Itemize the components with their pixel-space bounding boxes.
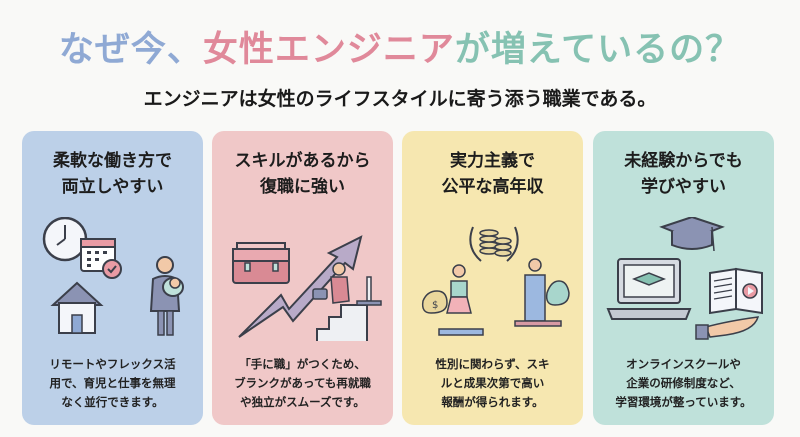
card-illustration — [598, 217, 769, 341]
card-heading: 実力主義で 公平な高年収 — [441, 151, 544, 197]
card-description: 「手に職」がつくため、 ブランクがあっても再就職 や独立がスムーズです。 — [234, 357, 371, 409]
computer-monitor-icon — [356, 276, 382, 306]
card-illustration — [217, 217, 388, 341]
toolbox-icon — [232, 242, 290, 284]
clock-icon — [42, 217, 88, 262]
card-flexible-work: 柔軟な働き方で 両立しやすい — [22, 131, 203, 425]
card-easy-learning: 未経験からでも 学びやすい — [593, 131, 774, 425]
man-money-bag-icon — [514, 258, 570, 327]
laptop-icon — [606, 258, 692, 320]
card-description: 性別に関わらず、スキ ルと成果次第で高い 報酬が得られます。 — [435, 357, 550, 409]
card-description: オンラインスクールや 企業の研修制度など、 学習環境が整っています。 — [615, 357, 752, 409]
subtitle: エンジニアは女性のライフスタイルに寄う添う職業である。 — [143, 88, 657, 110]
house-icon — [50, 281, 104, 334]
hand-icon — [695, 316, 760, 340]
card-heading: 柔軟な働き方で 両立しやすい — [53, 151, 172, 197]
card-illustration — [27, 217, 198, 341]
card-fair-high-income: 実力主義で 公平な高年収 $ — [402, 131, 583, 425]
page-title: なぜ今、女性エンジニアが増えているの？ — [0, 28, 800, 72]
rising-arrow-icon — [238, 235, 363, 338]
graduation-cap-icon — [659, 217, 725, 252]
card-description: リモートやフレックス活 用で、育児と仕事を無理 なく並行できます。 — [49, 357, 176, 409]
card-heading: スキルがあるから 復職に強い — [234, 151, 371, 197]
open-book-video-icon — [709, 267, 763, 315]
woman-money-bag-icon: $ — [421, 264, 484, 336]
title-part-increasing: が増えているの？ — [454, 30, 742, 70]
calendar-check-icon — [80, 238, 122, 279]
title-part-why-now: なぜ今、 — [58, 30, 203, 70]
card-heading: 未経験からでも 学びやすい — [624, 151, 743, 197]
mother-baby-icon — [149, 256, 184, 336]
card-illustration: $ — [407, 217, 578, 341]
svg-text:$: $ — [432, 300, 438, 311]
card-reemployment: スキルがあるから 復職に強い — [212, 131, 393, 425]
laurel-coins-icon — [469, 226, 519, 262]
title-part-female-engineers: 女性エンジニア — [202, 30, 455, 70]
